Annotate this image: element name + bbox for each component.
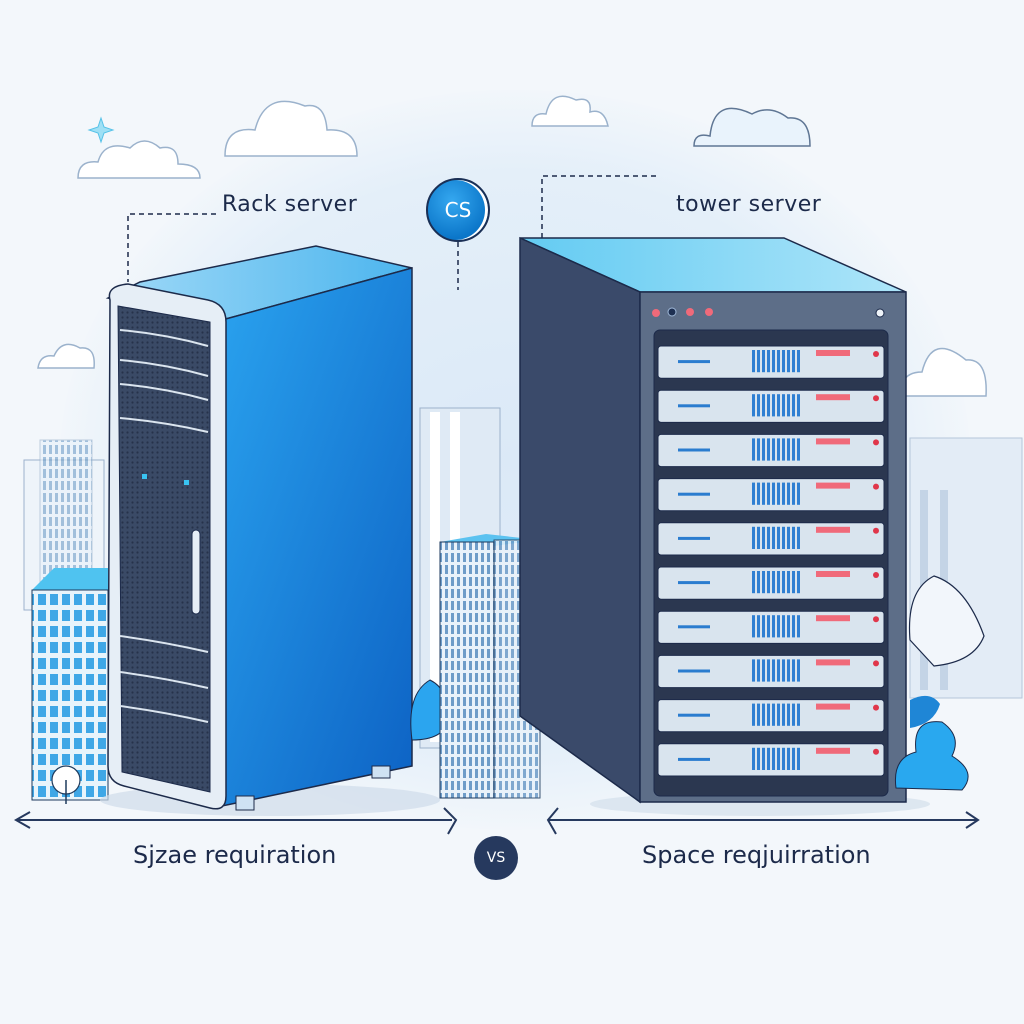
tower-server-title: tower server xyxy=(676,192,822,217)
drive-bay xyxy=(657,345,885,379)
drive-bay xyxy=(657,522,885,556)
cloud-icon xyxy=(77,140,201,179)
double-arrow-icon xyxy=(546,807,980,835)
tree-icon xyxy=(894,575,985,791)
tower-callout-line xyxy=(541,175,656,238)
double-arrow-icon xyxy=(13,807,458,835)
cloud-icon xyxy=(531,95,609,127)
front-led-icon xyxy=(652,307,885,318)
drive-bay xyxy=(657,389,885,423)
sparkle-icon xyxy=(87,116,115,144)
cs-badge: CS xyxy=(426,178,490,242)
drive-bay xyxy=(657,610,885,644)
rack-callout-line xyxy=(127,213,216,282)
drive-bay xyxy=(657,433,885,468)
drive-bay xyxy=(657,654,885,689)
rack-server xyxy=(100,245,440,816)
tree-icon xyxy=(51,765,81,804)
cloud-icon xyxy=(224,100,358,157)
drive-bay xyxy=(657,478,885,512)
vs-badge: VS xyxy=(474,836,518,880)
size-requirement-caption: Sjzae requiration xyxy=(133,841,337,869)
drive-bay xyxy=(657,699,885,733)
cloud-icon xyxy=(899,347,987,397)
cloud-icon xyxy=(37,343,95,369)
rack-server-title: Rack server xyxy=(222,192,358,217)
building-icon xyxy=(31,568,109,801)
space-requirement-caption: Space reqjuirration xyxy=(642,841,871,869)
tower-server xyxy=(519,236,930,816)
drive-bay xyxy=(657,566,885,600)
drive-bay xyxy=(657,743,885,777)
cloud-icon xyxy=(693,107,811,147)
